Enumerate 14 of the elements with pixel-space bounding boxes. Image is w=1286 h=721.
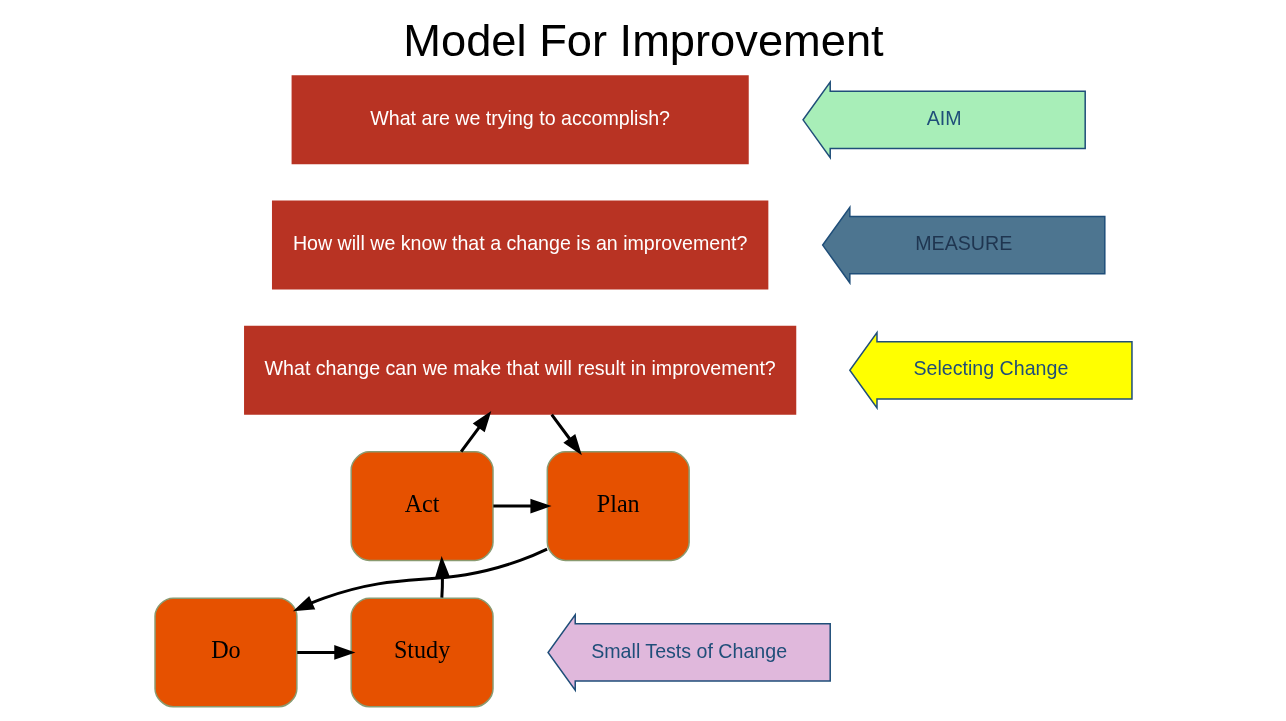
diagram-title: Model For Improvement (402, 15, 884, 67)
arrow (459, 410, 491, 453)
node-box: What change can we make that will result in improvement? (243, 325, 796, 415)
arrow (296, 645, 355, 660)
node-box: Plan (546, 451, 690, 562)
arrow (492, 498, 552, 514)
node-box: How will we know that a change is an improvement? (271, 200, 768, 290)
node-box: What are we trying to accomplish? (291, 75, 749, 165)
arrow (434, 556, 450, 598)
node-box: Act (349, 451, 494, 562)
arrow (292, 547, 548, 612)
node-box: Do (153, 597, 298, 708)
node-box: Study (349, 597, 494, 708)
arrow (550, 413, 582, 456)
